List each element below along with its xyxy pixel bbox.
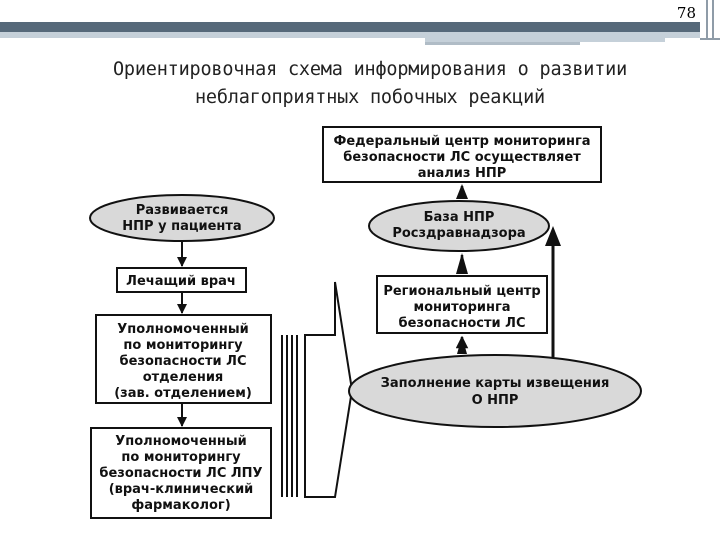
node-text: Федеральный центр мониторинга <box>333 134 590 149</box>
flow-arrow <box>457 336 467 354</box>
federal-center-label: Федеральный центр мониторинга безопаснос… <box>333 134 590 181</box>
direct-arrow <box>545 226 561 246</box>
node-text: Лечащий врач <box>126 274 236 289</box>
regional-center-node <box>376 275 548 334</box>
node-text: анализ НПР <box>418 166 507 181</box>
node-text: по мониторингу <box>121 450 241 465</box>
node-text: База НПР <box>424 210 495 225</box>
npr-patient-label: Развивается НПР у пациента <box>122 203 241 234</box>
node-text: безопасности ЛС ЛПУ <box>99 466 262 481</box>
attending-doctor-label: Лечащий врач <box>126 274 236 289</box>
node-text: О НПР <box>472 393 519 408</box>
node-text: НПР у пациента <box>122 219 241 234</box>
regional-center-label: Региональный центр мониторинга безопасно… <box>383 284 540 331</box>
node-text: фармаколог) <box>131 498 230 513</box>
node-text: безопасности ЛС <box>120 354 247 369</box>
fill-card-node <box>348 354 642 428</box>
federal-center-node <box>322 126 602 183</box>
node-text: Развивается <box>136 203 229 218</box>
header-decoration <box>425 42 580 45</box>
node-text: Уполномоченный <box>117 322 249 337</box>
npr-base-label: База НПР Росздравнадзора <box>392 210 525 241</box>
corner-rail <box>712 0 714 40</box>
header-bar <box>0 22 700 32</box>
node-text: Региональный центр <box>383 284 540 299</box>
node-text: (зав. отделением) <box>114 386 252 401</box>
slide-title-line-1: Ориентировочная схема информирования о р… <box>112 59 628 80</box>
npr-patient-node <box>89 194 275 242</box>
header-bar-light <box>0 32 700 38</box>
node-text: безопасности ЛС <box>399 316 526 331</box>
header-decoration <box>425 38 665 42</box>
lpu-officer-node <box>90 427 272 519</box>
fill-card-label: Заполнение карты извещения О НПР <box>381 376 610 408</box>
attending-doctor-node <box>116 267 247 293</box>
corner-rail <box>706 0 708 40</box>
node-text: мониторинга <box>413 300 510 315</box>
node-text: Уполномоченный <box>115 434 247 449</box>
slide-title-line-2: неблагоприятных побочных реакций <box>194 87 545 108</box>
npr-base-node <box>368 200 550 252</box>
department-officer-node <box>95 314 272 404</box>
bracket-arrow <box>304 281 354 498</box>
department-officer-label: Уполномоченный по мониторингу безопаснос… <box>114 322 252 401</box>
node-text: по мониторингу <box>123 338 243 353</box>
slide-title: Ориентировочная схема информирования о р… <box>50 56 690 112</box>
corner-rail <box>700 38 720 40</box>
node-text: Росздравнадзора <box>392 226 525 241</box>
node-text: Заполнение карты извещения <box>381 376 610 391</box>
node-text: (врач-клинический <box>109 482 254 497</box>
flow-arrow <box>456 184 468 199</box>
page-number: 78 <box>676 4 696 22</box>
node-text: отделения <box>143 370 224 385</box>
flow-arrow <box>456 253 468 274</box>
lpu-officer-label: Уполномоченный по мониторингу безопаснос… <box>99 434 262 513</box>
node-text: безопасности ЛС осуществляет <box>343 150 581 165</box>
